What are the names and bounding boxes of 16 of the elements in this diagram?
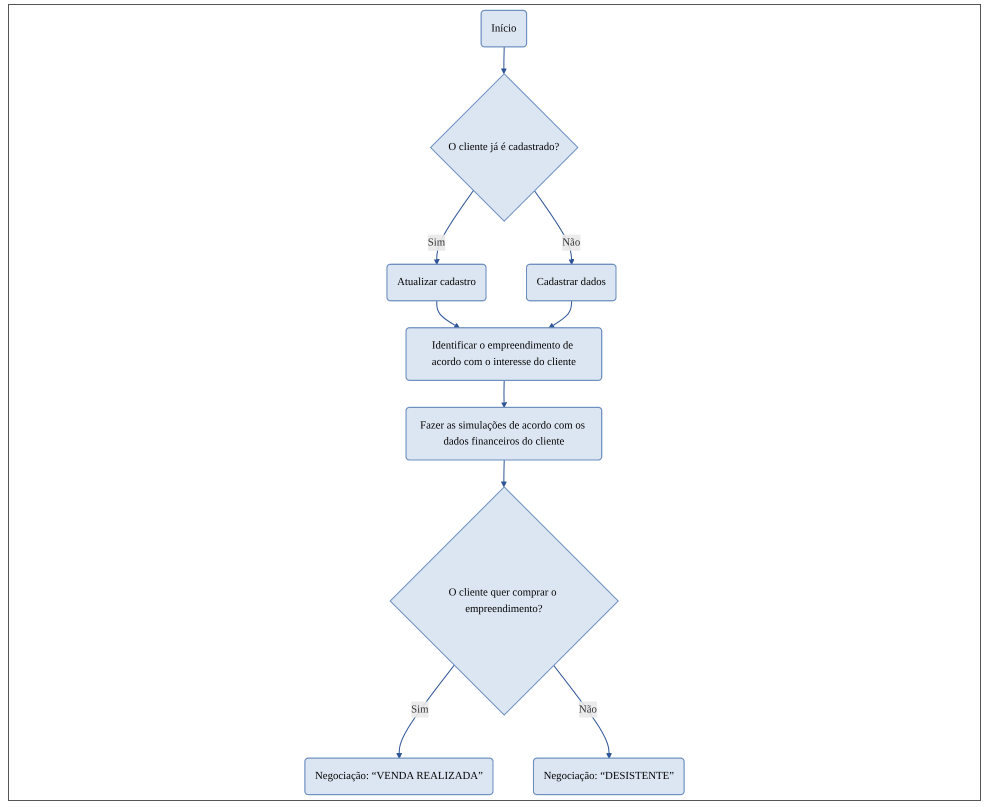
edge-label: Sim xyxy=(411,704,429,715)
arrow xyxy=(396,664,455,759)
node-diamond xyxy=(430,73,579,222)
diagram-frame: Sim Não Sim Não Início O cliente já é cadastrado? Atualizar cadastro Cadastrar dados Identificar o empreendimento de acordo com o interesse do cliente Fazer as simulações de acordo com os dados financeiros do cliente O cliente quer comprar o empreendimento? Negociação: “VENDA REALIZADA” Negociação: “DESISTENTE” xyxy=(8,4,981,801)
edge-label: Sim xyxy=(428,236,446,248)
arrow xyxy=(534,190,574,265)
edge-label: Não xyxy=(578,704,597,715)
arrow xyxy=(500,460,507,488)
node-diamond xyxy=(389,486,619,716)
edge-label: Não xyxy=(562,236,580,248)
arrow xyxy=(553,664,612,759)
arrow xyxy=(434,190,474,265)
arrow xyxy=(548,301,572,328)
arrow xyxy=(500,47,507,74)
arrow xyxy=(501,380,508,408)
arrow xyxy=(436,301,460,328)
